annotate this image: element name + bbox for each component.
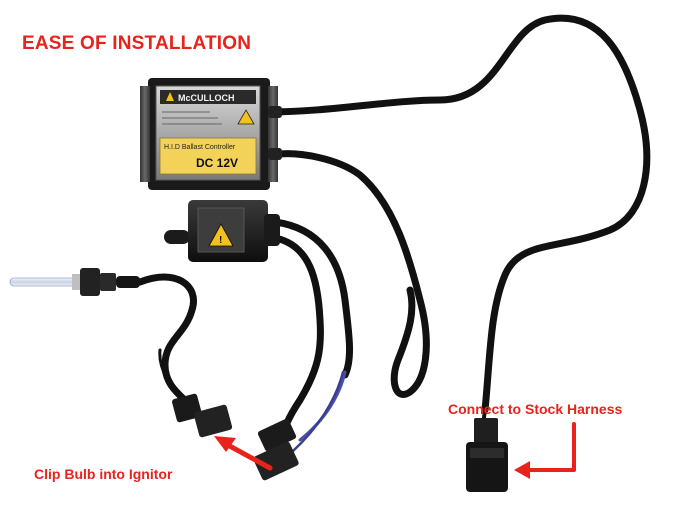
ballast-controller: McCULLOCH H.I.D Ballast Controller DC 12… [140,78,282,190]
annotation-arrows [214,422,576,479]
arrow-stock-harness [514,422,576,479]
warning-mark: ! [219,235,222,246]
harness-cable [264,14,651,414]
bulb-pigtail-thin [158,348,184,402]
clip-bulb-annotation: Clip Bulb into Ignitor [34,466,173,482]
blue-wire-b [290,370,345,454]
hid-bulb [9,268,140,296]
ballast-logo-icon [166,92,174,101]
page-title: EASE OF INSTALLATION [22,33,252,54]
arrow-clip-bulb [214,436,273,471]
bulb-connector [172,393,233,438]
ballast-output-cable [266,150,430,398]
cables [136,14,651,454]
ballast-brand: McCULLOCH [178,93,235,103]
igniter-cable-a [271,218,354,379]
stock-harness-connector [466,418,508,492]
igniter: ! [164,200,280,262]
ballast-warning-icon [237,109,255,125]
igniter-connectors [253,418,299,481]
igniter-cable-b [271,234,324,449]
ballast-product: H.I.D Ballast Controller [164,144,236,151]
bulb-pigtail [136,273,197,409]
stock-harness-annotation: Connect to Stock Harness [448,401,623,417]
igniter-warning-icon [208,223,234,247]
ballast-label: McCULLOCH H.I.D Ballast Controller DC 12… [155,85,261,181]
ballast-voltage: DC 12V [196,156,238,170]
